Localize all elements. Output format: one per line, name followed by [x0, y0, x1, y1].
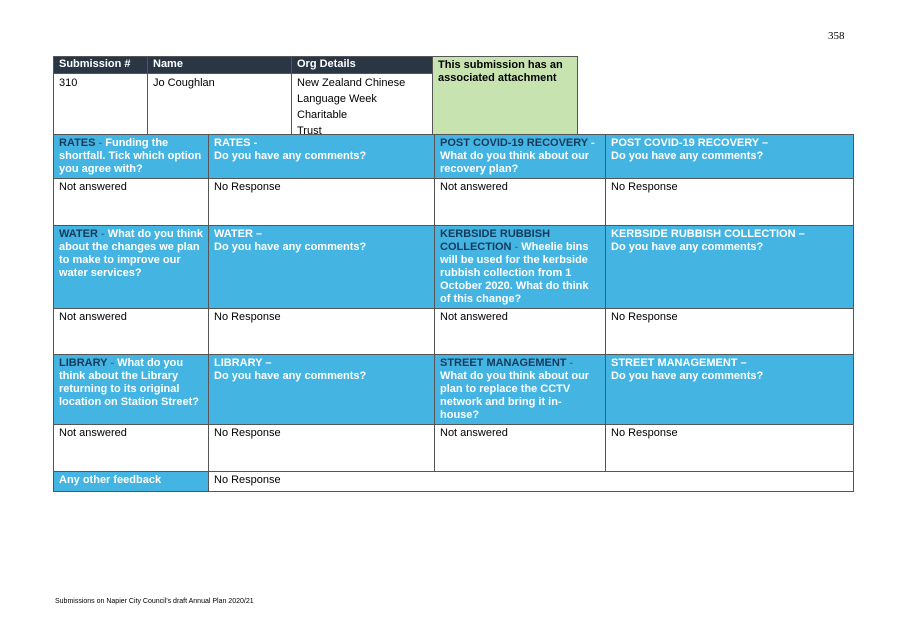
- library-comments-question: LIBRARY –Do you have any comments?: [208, 354, 435, 425]
- library-question: LIBRARY - What do you think about the Li…: [53, 354, 209, 425]
- covid-comments-question: POST COVID-19 RECOVERY –Do you have any …: [605, 134, 854, 179]
- street-comments-answer: No Response: [605, 424, 854, 472]
- rates-question: RATES - Funding the shortfall. Tick whic…: [53, 134, 209, 179]
- covid-answer: Not answered: [434, 178, 606, 226]
- kerbside-comments-question: KERBSIDE RUBBISH COLLECTION –Do you have…: [605, 225, 854, 309]
- kerbside-answer: Not answered: [434, 308, 606, 355]
- submission-summary-table: Submission # Name Org Details This submi…: [53, 56, 578, 141]
- other-feedback-label: Any other feedback: [53, 471, 209, 492]
- topic-response-grid: RATES - Funding the shortfall. Tick whic…: [53, 134, 854, 492]
- street-comments-question: STREET MANAGEMENT –Do you have any comme…: [605, 354, 854, 425]
- submission-id: 310: [53, 73, 148, 141]
- water-comments-question: WATER –Do you have any comments?: [208, 225, 435, 309]
- street-answer: Not answered: [434, 424, 606, 472]
- page-footer: Submissions on Napier City Council's dra…: [55, 598, 254, 605]
- covid-comments-answer: No Response: [605, 178, 854, 226]
- rates-comments-question: RATES -Do you have any comments?: [208, 134, 435, 179]
- kerbside-comments-answer: No Response: [605, 308, 854, 355]
- street-question: STREET MANAGEMENT - What do you think ab…: [434, 354, 606, 425]
- header-submission-number: Submission #: [53, 56, 148, 74]
- header-org-details: Org Details: [291, 56, 433, 74]
- header-name: Name: [147, 56, 292, 74]
- water-question: WATER - What do you think about the chan…: [53, 225, 209, 309]
- org-details: New Zealand Chinese Language Week Charit…: [291, 73, 433, 141]
- submitter-name: Jo Coughlan: [147, 73, 292, 141]
- library-comments-answer: No Response: [208, 424, 435, 472]
- page-number: 358: [828, 30, 845, 42]
- rates-comments-answer: No Response: [208, 178, 435, 226]
- attachment-note: This submission has an associated attach…: [432, 56, 578, 141]
- water-answer: Not answered: [53, 308, 209, 355]
- water-comments-answer: No Response: [208, 308, 435, 355]
- library-answer: Not answered: [53, 424, 209, 472]
- rates-answer: Not answered: [53, 178, 209, 226]
- kerbside-question: KERBSIDE RUBBISH COLLECTION - Wheelie bi…: [434, 225, 606, 309]
- org-line: Language Week Charitable: [297, 93, 377, 121]
- covid-question: POST COVID-19 RECOVERY - What do you thi…: [434, 134, 606, 179]
- org-line: New Zealand Chinese: [297, 77, 406, 89]
- other-feedback-answer: No Response: [208, 471, 854, 492]
